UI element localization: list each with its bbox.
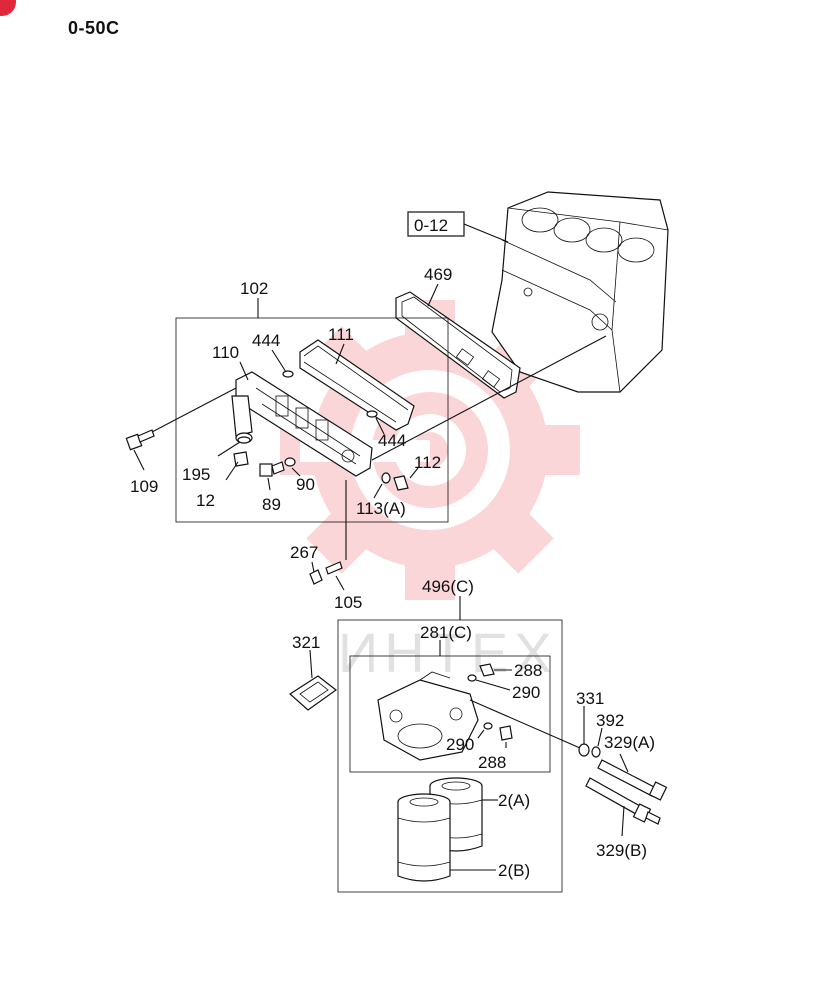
callout-267: 267 [290,543,318,562]
callout-2b: 2(B) [498,861,530,880]
callout-444-bottom: 444 [378,431,406,450]
leader-line [469,699,581,749]
callout-110: 110 [212,343,239,362]
callout-102: 102 [240,279,268,298]
bolt-109 [125,429,155,451]
callout-109: 109 [130,477,158,496]
callout-392: 392 [596,711,624,730]
leader-line [335,575,345,591]
stud-105 [325,561,343,575]
callout-89: 89 [262,495,281,514]
callout-112: 112 [414,453,441,472]
washer-90 [284,457,296,467]
callout-113a: 113(A) [356,499,406,518]
leader-line [475,679,511,691]
reference-box [407,211,465,237]
leader-line [239,361,249,381]
leader-line [409,467,419,479]
plug-288 [499,725,513,741]
washer-290 [483,722,493,730]
leader-line [621,805,625,837]
leader-line [311,561,315,573]
engine-block [491,191,669,393]
callout-195: 195 [182,465,210,484]
leader-line [375,417,385,435]
leader-line [217,441,241,457]
leader-line [619,753,629,773]
o-ring-444 [366,410,378,418]
callout-2a: 2(A) [498,791,530,810]
callout-290-top: 290 [512,683,540,702]
group-box-281c [349,655,551,773]
leader-line [427,283,439,307]
leader-line [291,467,301,477]
gasket-321 [289,675,338,711]
cooler-element-111 [299,339,415,431]
bolt-89 [259,461,285,477]
watermark-text: ИНТЕХ [338,621,558,684]
callout-281c: 281(C) [420,623,472,642]
bolt-329a [597,759,668,801]
plug-288 [479,663,495,677]
reference-box-label: 0-12 [414,216,448,235]
leader-line [267,477,271,491]
washer-195 [237,436,251,444]
callout-105: 105 [334,593,362,612]
callout-469: 469 [424,265,452,284]
leader-line [335,343,345,365]
callout-444-top: 444 [252,331,280,350]
callout-290-bottom: 290 [446,735,474,754]
callout-12: 12 [196,491,215,510]
leader-line [373,483,383,499]
callout-329a: 329(A) [604,733,655,752]
leader-line [151,387,237,433]
callout-90: 90 [296,475,315,494]
filter-head [377,671,479,761]
oil-filter-2b [397,793,451,882]
callout-111: 111 [328,325,354,344]
callout-288-top: 288 [514,661,542,680]
group-box-496c [337,619,563,893]
callout-288-bottom: 288 [478,753,506,772]
callout-496c: 496(C) [422,577,474,596]
plug-112 [393,475,409,491]
bolt-329b [585,777,661,825]
nut-267 [309,569,323,585]
washer-290 [467,674,477,682]
leader-line [463,223,509,243]
callout-331: 331 [576,689,604,708]
o-ring-392 [591,746,601,758]
callout-329b: 329(B) [596,841,647,860]
leader-line [133,449,145,471]
leader-line [309,649,313,679]
callout-321: 321 [292,633,320,652]
o-ring-113a [381,472,391,484]
leader-line [371,335,607,461]
leader-line [271,349,287,373]
o-ring-444 [282,370,294,378]
washer-331 [578,743,590,757]
leader-line [597,727,603,747]
leader-line [225,461,239,481]
leader-line [477,729,485,739]
page-code: 0-50C [68,18,120,38]
